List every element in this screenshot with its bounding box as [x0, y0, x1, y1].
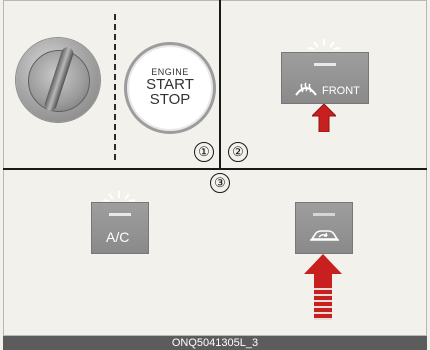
led-indicator [314, 63, 336, 66]
figure-code: ONQ5041305L_3 [3, 336, 427, 350]
push-arrow-icon [312, 104, 336, 132]
engine-start-stop-button[interactable]: ENGINE START STOP [124, 42, 216, 134]
vertical-divider [219, 0, 221, 170]
start-button-line2: START [127, 77, 213, 92]
air-recirculation-button[interactable] [295, 202, 353, 254]
led-indicator [313, 213, 335, 216]
label-2: ② [228, 142, 248, 162]
air-recirculation-icon [306, 225, 342, 247]
ignition-switch-icon [16, 38, 100, 122]
front-defrost-icon [294, 79, 318, 97]
ac-button-label: A/C [106, 229, 129, 245]
led-glow-icon [99, 188, 139, 212]
label-3: ③ [210, 173, 230, 193]
front-button-label: FRONT [322, 85, 360, 97]
start-button-line3: STOP [127, 92, 213, 107]
led-glow-icon [304, 36, 344, 60]
dashed-separator [114, 14, 116, 160]
horizontal-divider [3, 168, 427, 170]
label-1: ① [194, 142, 214, 162]
led-indicator [109, 213, 131, 216]
push-arrow-icon [304, 254, 342, 320]
